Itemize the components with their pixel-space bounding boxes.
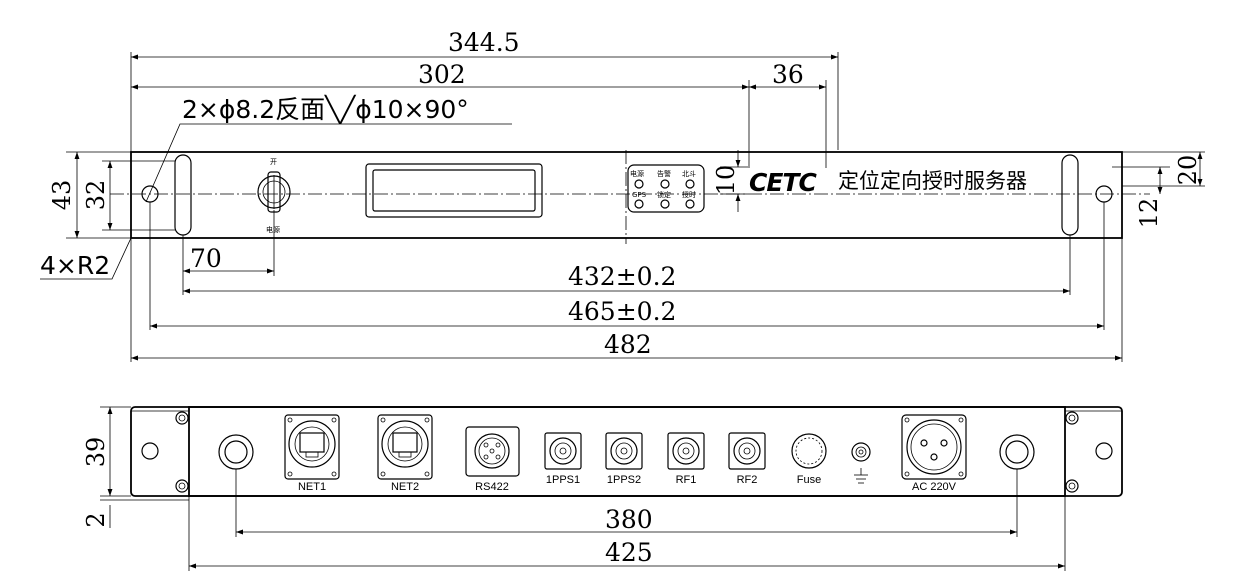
fuse-holder: Fuse — [791, 433, 827, 486]
handle-right — [1061, 154, 1079, 236]
brand-logo: CETC — [749, 168, 817, 197]
ground-icon — [854, 468, 868, 484]
corner-screws — [175, 411, 1079, 493]
indicator-label: 北斗 — [682, 170, 696, 178]
switch-on-label: 开 — [270, 158, 277, 166]
dim-465-label: 465±0.2 — [568, 297, 676, 326]
dim-302-label: 302 — [418, 60, 466, 89]
hole-leader — [145, 123, 512, 203]
rf1-port: RF1 — [667, 432, 705, 486]
dim-39-label: 39 — [82, 437, 110, 468]
led-icon — [685, 199, 695, 209]
screw-icon — [175, 479, 189, 493]
pps1-port: 1PPS1 — [544, 432, 582, 486]
dim-12-label: 12 — [1135, 198, 1163, 229]
net1-label: NET1 — [298, 481, 326, 493]
dim-36-label: 36 — [772, 60, 804, 89]
rs422-label: RS422 — [475, 481, 509, 493]
indicator-leds: 电源 告警 北斗 GPS 锁定 授时 — [630, 169, 696, 209]
rf2-port: RF2 — [728, 432, 766, 486]
product-name: 定位定向授时服务器 — [838, 169, 1027, 193]
indicator-label: 电源 — [630, 169, 644, 178]
led-icon — [660, 199, 670, 209]
rear-ear-hole-left — [141, 442, 159, 460]
dim-70-label: 70 — [190, 244, 222, 273]
screw-icon — [1065, 479, 1079, 493]
radius-leader — [40, 237, 132, 280]
dim-10-label: 10 — [712, 165, 740, 196]
rf1-label: RF1 — [676, 474, 697, 486]
mount-boss-right — [999, 434, 1035, 470]
led-icon — [634, 179, 644, 189]
hole-note: 2×ϕ8.2反面╲╱ϕ10×90° — [182, 94, 469, 124]
dim-425-label: 425 — [605, 538, 653, 567]
indicator-label: GPS — [632, 191, 647, 199]
front-panel-outline — [130, 151, 1123, 239]
rear-panel-view: NET1 NET2 RS422 1P — [82, 406, 1123, 571]
fuse-label: Fuse — [797, 474, 821, 486]
rear-chassis-outline — [188, 406, 1066, 497]
net2-label: NET2 — [391, 481, 419, 493]
led-icon — [634, 199, 644, 209]
dim-32-label: 32 — [82, 180, 110, 211]
indicator-label: 锁定 — [657, 190, 671, 199]
switch-power-label: 电源 — [266, 225, 280, 234]
indicator-label: 告警 — [657, 169, 671, 178]
dim-2-label: 2 — [82, 512, 110, 527]
dim-20-label: 20 — [1174, 155, 1202, 186]
indicator-label: 授时 — [682, 190, 696, 199]
display-window-outer — [365, 163, 543, 218]
dim-482-label: 482 — [604, 330, 652, 359]
dim-344-label: 344.5 — [448, 28, 520, 57]
pps2-port: 1PPS2 — [605, 432, 643, 486]
ac-label: AC 220V — [912, 481, 957, 493]
led-icon — [685, 179, 695, 189]
front-panel-view: 开 电源 电源 告警 北斗 GPS 锁定 授时 CETC — [40, 28, 1205, 362]
pps1-label: 1PPS1 — [546, 474, 580, 486]
handle-left — [174, 154, 192, 236]
dim-43-label: 43 — [48, 180, 76, 211]
display-window-inner — [372, 169, 536, 212]
rear-ear-hole-right — [1095, 442, 1113, 460]
radius-note: 4×R2 — [40, 251, 110, 280]
dim-432-label: 432±0.2 — [568, 262, 676, 291]
net2-port: NET2 — [377, 414, 433, 493]
led-icon — [660, 179, 670, 189]
mount-boss-left — [218, 434, 254, 470]
net1-port: NET1 — [284, 414, 340, 493]
dim-380-label: 380 — [605, 505, 653, 534]
ac-power-socket: AC 220V — [901, 414, 967, 493]
screw-icon — [175, 411, 189, 425]
rf2-label: RF2 — [737, 474, 758, 486]
indicator-panel — [627, 164, 705, 213]
ground-terminal — [851, 442, 871, 484]
screw-icon — [1065, 411, 1079, 425]
pps2-label: 1PPS2 — [607, 474, 641, 486]
rs422-port: RS422 — [465, 426, 520, 493]
